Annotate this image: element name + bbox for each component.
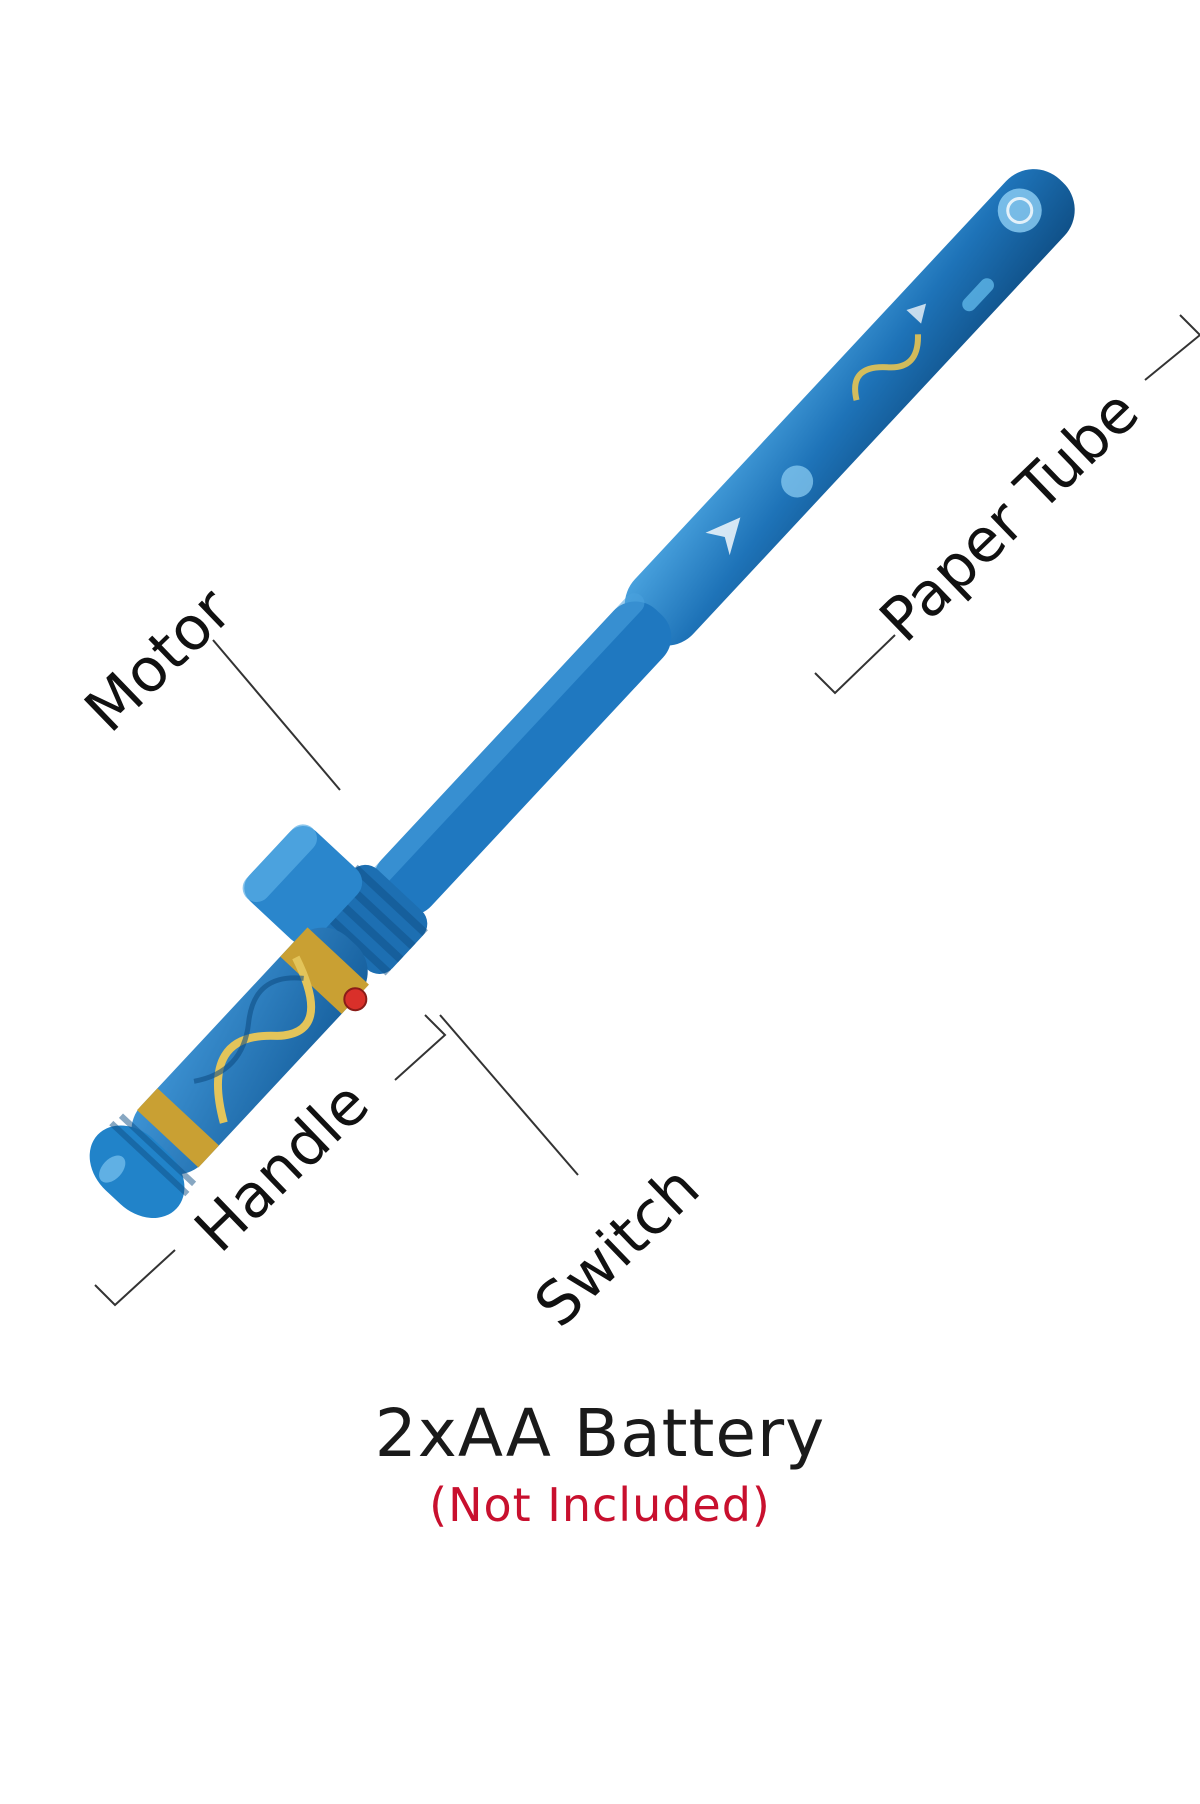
wand — [89, 169, 1075, 1218]
handle-bracket-upper — [394, 1014, 447, 1081]
paper-tube — [624, 169, 1075, 646]
switch-button — [343, 987, 368, 1012]
battery-caption: 2xAA Battery — [374, 1395, 826, 1472]
not-included-caption: (Not Included) — [429, 1478, 771, 1532]
label-paper-tube: Paper Tube — [867, 377, 1153, 656]
motor-leader-line — [212, 639, 341, 791]
paper-tube-bracket-lower — [814, 634, 896, 695]
end-cap — [89, 1113, 197, 1218]
label-switch: Switch — [522, 1153, 713, 1341]
switch-leader-line — [439, 1014, 579, 1176]
label-motor: Motor — [72, 575, 246, 746]
motor-housing — [242, 824, 363, 945]
paper-tube-bracket-upper — [1144, 314, 1200, 381]
handle — [131, 927, 369, 1175]
handle-bracket-lower — [94, 1249, 176, 1307]
